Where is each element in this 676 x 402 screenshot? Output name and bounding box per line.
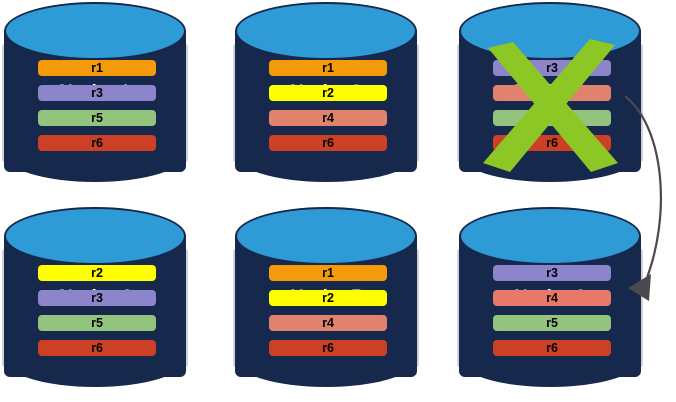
data-block[interactable]: r5 xyxy=(493,315,611,331)
data-block[interactable]: r6 xyxy=(269,340,387,356)
data-block[interactable]: r2 xyxy=(269,85,387,101)
cylinder-top xyxy=(4,207,186,265)
data-block[interactable]: r6 xyxy=(269,135,387,151)
data-block[interactable]: r3 xyxy=(38,85,156,101)
data-block[interactable]: r5 xyxy=(38,110,156,126)
data-block[interactable]: r1 xyxy=(38,60,156,76)
node-3[interactable]: Node 3 r3 r4 r5 r6 xyxy=(455,0,645,186)
data-block[interactable]: r1 xyxy=(269,60,387,76)
data-block[interactable]: r4 xyxy=(269,110,387,126)
cylinder-top xyxy=(235,2,417,60)
data-block[interactable]: r4 xyxy=(493,85,611,101)
cylinder-top xyxy=(4,2,186,60)
data-block-list: r3 r4 r5 r6 xyxy=(493,60,611,151)
data-block[interactable]: r3 xyxy=(38,290,156,306)
node-2[interactable]: Node 2 r1 r2 r4 r6 xyxy=(231,0,421,186)
data-block[interactable]: r6 xyxy=(493,340,611,356)
cylinder-top xyxy=(459,207,641,265)
data-block-list: r1 r3 r5 r6 xyxy=(38,60,156,151)
node-5[interactable]: Node 5 r1 r2 r4 r6 xyxy=(231,205,421,391)
data-block[interactable]: r1 xyxy=(269,265,387,281)
data-block[interactable]: r3 xyxy=(493,265,611,281)
data-block[interactable]: r2 xyxy=(269,290,387,306)
data-block-list: r2 r3 r5 r6 xyxy=(38,265,156,356)
data-block[interactable]: r3 xyxy=(493,60,611,76)
data-block-list: r1 r2 r4 r6 xyxy=(269,265,387,356)
node-4[interactable]: Node 4 r2 r3 r5 r6 xyxy=(0,205,190,391)
data-block[interactable]: r4 xyxy=(493,290,611,306)
node-1[interactable]: Node 1 r1 r3 r5 r6 xyxy=(0,0,190,186)
data-block[interactable]: r6 xyxy=(38,135,156,151)
data-block[interactable]: r6 xyxy=(493,135,611,151)
data-block[interactable]: r4 xyxy=(269,315,387,331)
data-block-list: r3 r4 r5 r6 xyxy=(493,265,611,356)
data-block[interactable]: r2 xyxy=(38,265,156,281)
node-6[interactable]: Node 6 r3 r4 r5 r6 xyxy=(455,205,645,391)
data-block[interactable]: r5 xyxy=(38,315,156,331)
data-block-list: r1 r2 r4 r6 xyxy=(269,60,387,151)
cylinder-top xyxy=(235,207,417,265)
data-block[interactable]: r5 xyxy=(493,110,611,126)
data-block[interactable]: r6 xyxy=(38,340,156,356)
